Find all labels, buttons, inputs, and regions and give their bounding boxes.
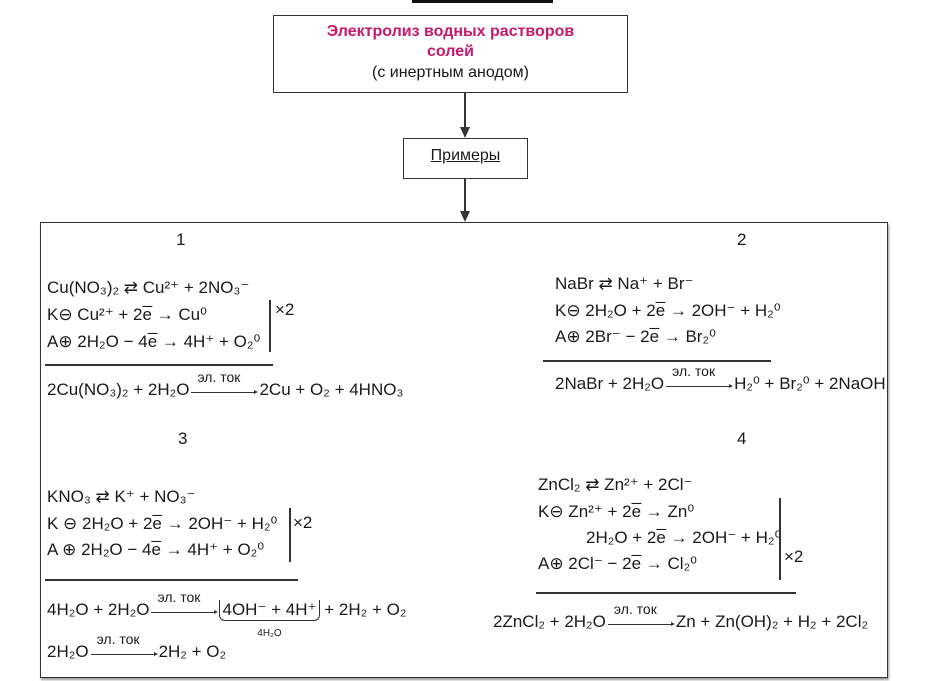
examples-box: Примеры	[403, 138, 528, 179]
title-line-1: Электролиз водных растворов	[326, 23, 575, 40]
bracket-line	[269, 300, 271, 352]
arrow-label: эл. ток	[197, 369, 241, 385]
current-arrow: эл. ток	[149, 589, 219, 620]
equation-line: K ⊖ 2H₂O + 2e̅ → 2OH⁻ + H₂⁰	[47, 514, 278, 533]
equation-line: A⊕ 2H₂O − 4e̅ → 4H⁺ + O₂⁰	[47, 332, 261, 351]
equation-line: K⊖ Cu²⁺ + 2e̅ → Cu⁰	[47, 305, 207, 324]
arrow-label: эл. ток	[157, 589, 201, 605]
examples-panel	[40, 222, 888, 678]
subtitle: (с инертным анодом)	[372, 64, 529, 81]
final-equation-2: 2H₂O эл. ток 2H₂ + O₂	[47, 631, 227, 662]
current-arrow: эл. ток	[189, 369, 259, 400]
connector-line	[464, 92, 466, 128]
bracket-line	[779, 498, 781, 580]
final-equation: 4H₂O + 2H₂O эл. ток 4OH⁻ + 4H⁺ 4H₂O + 2H₂ +…	[47, 589, 407, 639]
top-bar	[412, 0, 553, 3]
equation-line: KNO₃ ⇄ K⁺ + NO₃⁻	[47, 487, 196, 506]
braced-products: 4OH⁻ + 4H⁺ 4H₂O	[219, 600, 320, 639]
example-number: 3	[178, 429, 188, 448]
final-rhs: + 2H₂ + O₂	[324, 600, 407, 619]
connector-line	[464, 178, 466, 211]
arrow-label: эл. ток	[96, 631, 140, 647]
final-rhs: H₂⁰ + Br₂⁰ + 2NaOH	[734, 374, 886, 393]
final-rhs: Zn + Zn(OH)₂ + H₂ + 2Cl₂	[675, 612, 869, 631]
sum-line	[45, 364, 273, 366]
final-equation: 2Cu(NO₃)₂ + 2H₂O эл. ток 2Cu + O₂ + 4HNO₃	[47, 369, 404, 400]
final-rhs: 2H₂ + O₂	[158, 642, 227, 661]
final-lhs: 2Cu(NO₃)₂ + 2H₂O	[47, 380, 190, 399]
equation-line: A⊕ 2Cl⁻ − 2e̅ → Cl₂⁰	[538, 554, 697, 573]
multiplier: ×2	[275, 300, 295, 319]
title-line-2: солей	[427, 43, 474, 60]
current-arrow: эл. ток	[606, 601, 676, 632]
final-lhs: 2ZnCl₂ + 2H₂O	[493, 612, 606, 631]
example-number: 4	[737, 429, 747, 448]
multiplier: ×2	[293, 513, 313, 532]
sum-line	[543, 360, 771, 362]
example-number: 1	[176, 230, 186, 249]
final-lhs: 2H₂O	[47, 642, 89, 661]
current-arrow: эл. ток	[664, 363, 734, 394]
title-box: Электролиз водных растворов солей (с ине…	[273, 15, 628, 93]
equation-line: Cu(NO₃)₂ ⇄ Cu²⁺ + 2NO₃⁻	[47, 278, 250, 297]
sum-line	[45, 579, 298, 581]
final-rhs: 2Cu + O₂ + 4HNO₃	[259, 380, 404, 399]
equation-line: K⊖ 2H₂O + 2e̅ → 2OH⁻ + H₂⁰	[555, 301, 781, 320]
final-equation: 2ZnCl₂ + 2H₂O эл. ток Zn + Zn(OH)₂ + H₂ + …	[493, 601, 869, 632]
equation-line: 2H₂O + 2e̅ → 2OH⁻ + H₂⁰	[586, 528, 782, 547]
multiplier: ×2	[784, 547, 804, 566]
equation-line: A⊕ 2Br⁻ − 2e̅ → Br₂⁰	[555, 327, 716, 346]
brace-label: 4H₂O	[257, 628, 282, 639]
examples-label: Примеры	[430, 147, 501, 164]
arrow-label: эл. ток	[672, 363, 716, 379]
arrow-down-icon	[460, 127, 470, 138]
bracket-line	[289, 508, 291, 562]
final-lhs: 2NaBr + 2H₂O	[555, 374, 665, 393]
equation-line: A ⊕ 2H₂O − 4e̅ → 4H⁺ + O₂⁰	[47, 540, 265, 559]
arrow-label: эл. ток	[613, 601, 657, 617]
final-lhs: 4H₂O + 2H₂O	[47, 600, 150, 619]
equation-line: K⊖ Zn²⁺ + 2e̅ → Zn⁰	[538, 502, 695, 521]
equation-line: NaBr ⇄ Na⁺ + Br⁻	[555, 274, 694, 293]
sum-line	[536, 592, 796, 594]
equation-line: ZnCl₂ ⇄ Zn²⁺ + 2Cl⁻	[538, 475, 693, 494]
arrow-down-icon	[460, 211, 470, 222]
braced-text: 4OH⁻ + 4H⁺	[222, 600, 317, 619]
example-number: 2	[737, 230, 747, 249]
current-arrow: эл. ток	[89, 631, 159, 662]
